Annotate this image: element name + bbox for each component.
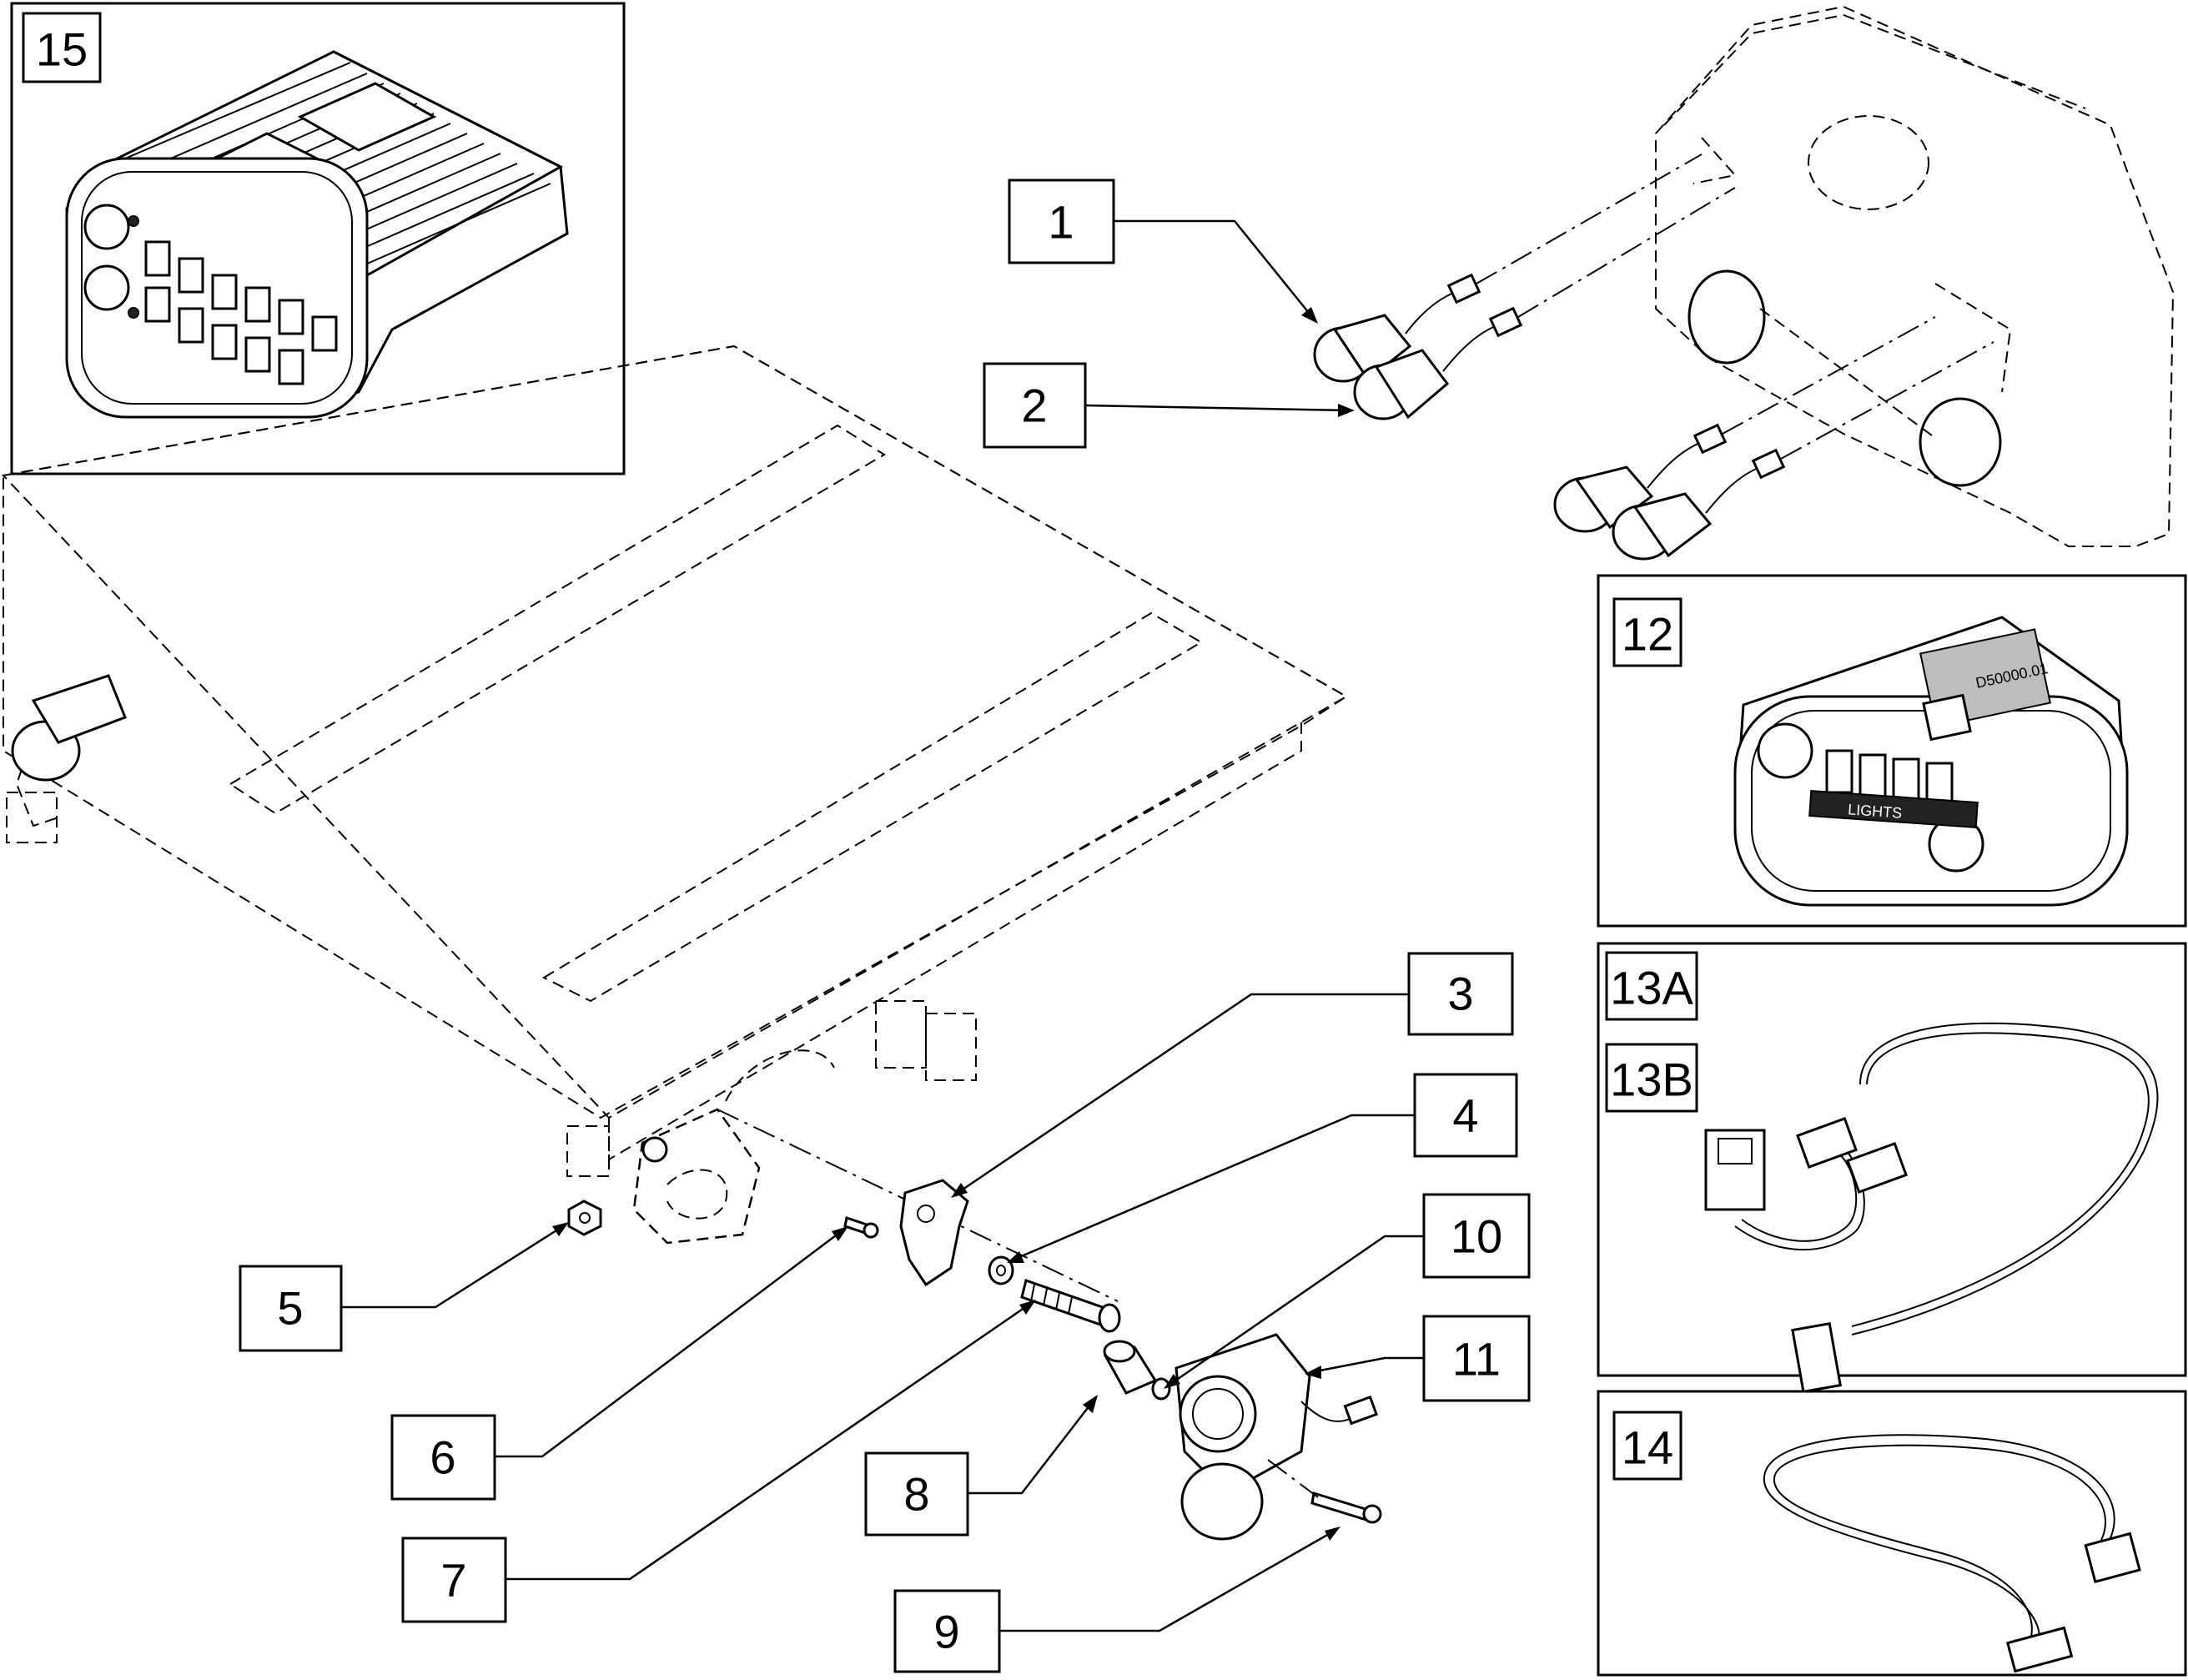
callout-box-12 bbox=[1612, 597, 1682, 667]
callout-label-7: 7 bbox=[440, 1554, 466, 1607]
callout-label-11: 11 bbox=[1452, 1333, 1501, 1386]
light-11 bbox=[1174, 1333, 1379, 1541]
callout-label-14: 14 bbox=[1622, 1421, 1673, 1474]
callout-2: 2 bbox=[983, 362, 1355, 449]
panel-12-lighting-module: D50000.01 LIGHTS 12 bbox=[1597, 574, 2187, 928]
callout-label-5: 5 bbox=[277, 1282, 303, 1335]
callout-label-2: 2 bbox=[1021, 380, 1047, 432]
mounting-hardware bbox=[567, 1109, 1382, 1541]
light-assembly-rear-pair bbox=[1553, 316, 1994, 561]
callout-label-15: 15 bbox=[36, 23, 88, 76]
callout-6: 6 bbox=[390, 1226, 848, 1501]
headlight-housing bbox=[1655, 5, 2175, 547]
callout-box-13b bbox=[1605, 1043, 1698, 1113]
callout-label-9: 9 bbox=[933, 1606, 959, 1658]
light-assembly-2 bbox=[1353, 187, 1736, 420]
seat-pan-assembly bbox=[2, 345, 1349, 1245]
panel-14-cable: 14 bbox=[1597, 1390, 2187, 1677]
callout-label-6: 6 bbox=[430, 1431, 455, 1484]
callout-label-12: 12 bbox=[1622, 608, 1673, 661]
lighting-module-drawing: D50000.01 LIGHTS bbox=[1733, 616, 2129, 907]
screw-9 bbox=[1310, 1491, 1370, 1522]
lights-label: LIGHTS bbox=[1848, 801, 1903, 821]
spacer-10 bbox=[1151, 1377, 1171, 1401]
callout-label-3: 3 bbox=[1447, 968, 1473, 1020]
callout-3: 3 bbox=[951, 952, 1514, 1198]
panel-15-power-module: 15 bbox=[10, 2, 626, 475]
callout-label-10: 10 bbox=[1451, 1210, 1502, 1263]
callout-4: 4 bbox=[1007, 1073, 1518, 1263]
callout-10: 10 bbox=[1164, 1193, 1531, 1389]
callout-label-1: 1 bbox=[1048, 196, 1074, 249]
bracket-3 bbox=[899, 1179, 969, 1287]
callout-1: 1 bbox=[1008, 179, 1318, 324]
callout-9: 9 bbox=[893, 1527, 1340, 1673]
callout-label-13b: 13B bbox=[1610, 1054, 1693, 1106]
callout-5: 5 bbox=[239, 1222, 569, 1352]
callout-label-8: 8 bbox=[903, 1468, 929, 1521]
panel-13-wiring-harness: 13A 13B bbox=[1597, 942, 2187, 1394]
callout-label-13a: 13A bbox=[1610, 962, 1693, 1014]
callout-box-13a bbox=[1605, 951, 1698, 1021]
callout-7: 7 bbox=[401, 1300, 1036, 1623]
harness-13-drawing bbox=[1704, 1022, 2159, 1394]
callout-label-4: 4 bbox=[1452, 1089, 1478, 1142]
bolt-7 bbox=[1020, 1279, 1111, 1328]
power-module-drawing bbox=[65, 50, 569, 419]
callout-box-14 bbox=[1612, 1411, 1682, 1481]
callout-box-15 bbox=[22, 12, 102, 83]
cable-14-drawing bbox=[1763, 1434, 2141, 1673]
callout-11: 11 bbox=[1305, 1315, 1531, 1402]
washer-4 bbox=[988, 1255, 1014, 1285]
callout-8: 8 bbox=[864, 1395, 1098, 1537]
light-assembly-1 bbox=[1313, 153, 1703, 383]
nut-5 bbox=[567, 1200, 602, 1236]
